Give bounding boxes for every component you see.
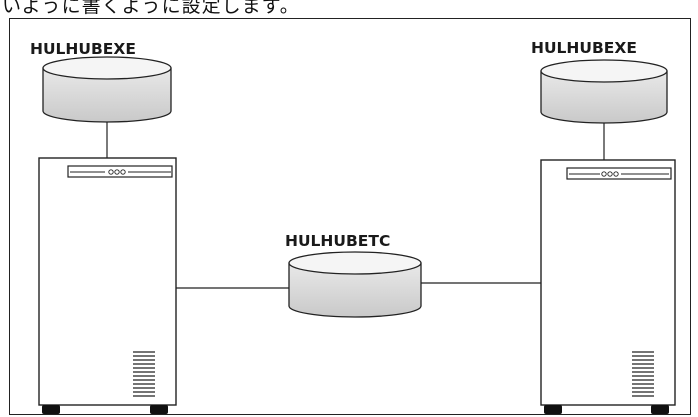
center-store-label: HULHUBETC [285,232,390,250]
center-disk-icon [288,251,422,318]
right-store-label: HULHUBEXE [531,39,637,57]
diagram-frame [9,18,691,415]
left-disk-icon [42,56,172,123]
right-server-icon [540,159,676,414]
caption-text: いように書くように設定します。 [2,0,300,17]
left-server-icon [38,157,177,414]
left-store-label: HULHUBEXE [30,40,136,58]
right-disk-icon [540,59,668,124]
